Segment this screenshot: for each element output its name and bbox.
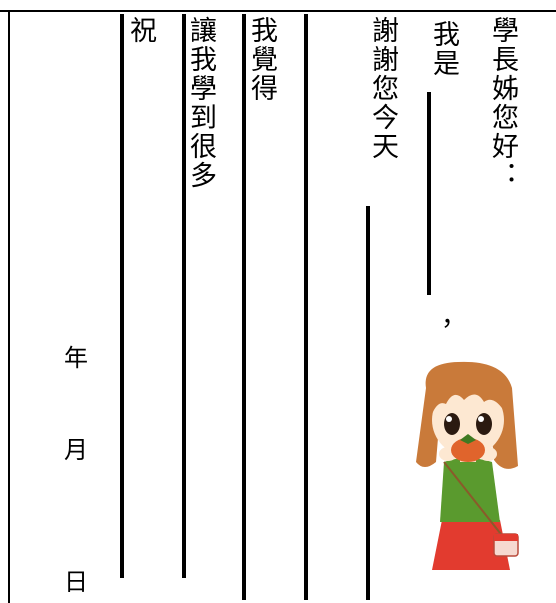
page-top-border [0, 0, 556, 12]
girl-with-persimmon-illustration [416, 361, 519, 570]
greeting-text: 學長姊您好： [487, 16, 518, 190]
wish-line [120, 14, 124, 578]
thanks-text: 謝謝您今天 [367, 16, 398, 161]
date-month-label: 月 [64, 436, 88, 464]
i-think-line [242, 14, 246, 600]
page-left-border [8, 10, 10, 603]
thanks-blank-line [366, 206, 370, 600]
learned-text: 讓我學到很多 [185, 16, 216, 190]
comma-mark: ， [441, 302, 468, 332]
i-think-text: 我覺得 [246, 16, 277, 103]
date-day-label: 日 [64, 568, 88, 596]
learned-line [182, 14, 186, 578]
wish-text: 祝 [125, 16, 156, 45]
self-intro-label: 我是 [428, 20, 459, 78]
name-blank-line [427, 92, 431, 295]
blank-writing-line [304, 14, 308, 600]
date-year-label: 年 [64, 344, 88, 372]
